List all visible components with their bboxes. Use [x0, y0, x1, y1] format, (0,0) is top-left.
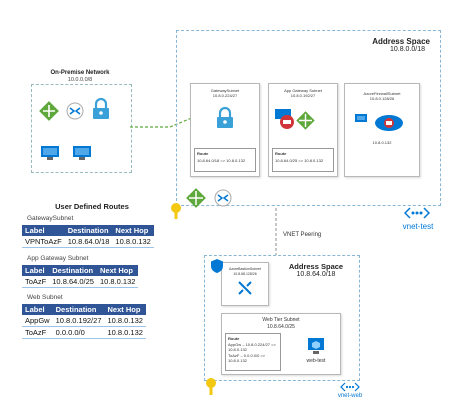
gateway-route-title: Route [197, 151, 209, 156]
table-row: ToAzF 10.8.64.0/25 10.8.0.132 [22, 276, 139, 288]
bastion-subnet-cidr: 10.8.68.128/26 [233, 272, 257, 276]
udr-cell: 0.0.0.0/0 [52, 326, 105, 339]
webtier-route-title: Route [228, 336, 240, 341]
webtier-route-line: ToAzF – 0.0.0.0/0 => [228, 353, 266, 358]
udr-header: Next Hop [104, 304, 146, 315]
monitor-icon [73, 146, 91, 160]
bastion-subnet-title: AzureBastionSubnet [229, 267, 261, 271]
firewall-subnet-box: AzureFirewallSubnet 10.8.0.128/26 10.8.0… [344, 83, 420, 177]
udr-header: Label [22, 225, 65, 236]
lock-icon [93, 97, 109, 119]
webtier-route-box: Route AppGw – 10.8.0.224/27 => 10.8.0.13… [225, 333, 281, 371]
appgw-subnet-box: App Gateway Subnet 10.8.0.192/27 Route 1… [268, 83, 338, 177]
udr-cell: ToAzF [22, 276, 50, 288]
gateway-route-line: 10.8.64.0/18 => 10.8.0.132 [197, 158, 246, 163]
onprem-cidr: 10.0.0.0/8 [67, 77, 93, 83]
vm-label: web-test [306, 358, 326, 364]
vnet-web-name: vnet-web [337, 393, 363, 399]
udr-caption-web: Web Subnet [27, 294, 63, 301]
udr-header: Destination [52, 304, 105, 315]
udr-cell: 10.8.0.192/27 [52, 315, 105, 327]
peering-label: VNET Peering [283, 232, 322, 238]
vnet-icon [404, 207, 430, 219]
vnet-test-gateway-icons [171, 188, 232, 219]
shield-icon [211, 259, 223, 273]
udr-cell: ToAzF [22, 326, 53, 339]
webtier-subnet-box: Web Tier Subnet 10.8.64.0/25 Route AppGw… [221, 313, 341, 375]
udr-cell: 10.8.0.132 [112, 236, 154, 248]
webtier-route-line: 10.8.0.132 [228, 358, 247, 363]
webtier-route-line: AppGw – 10.8.0.224/27 => [228, 342, 276, 347]
udr-header: Destination [64, 225, 113, 236]
appgw-route-title: Route [275, 151, 287, 156]
vnet-icon [340, 382, 360, 392]
udr-caption-gateway: GatewaySubnet [27, 215, 74, 222]
udr-cell: 10.8.64.0/25 [49, 276, 97, 288]
vnet-web-box [204, 255, 360, 381]
vnet-test-cidr: 10.8.0.0/18 [389, 46, 425, 53]
onprem-title: On-Premise Network [50, 70, 110, 76]
vpn-gateway-icon [66, 102, 84, 120]
udr-cell: 10.8.0.132 [96, 276, 139, 288]
gateway-route-box: Route 10.8.64.0/18 => 10.8.0.132 [194, 148, 256, 172]
udr-header: Label [22, 265, 50, 276]
gateway-subnet-title: GatewaySubnet [210, 88, 240, 93]
udr-header: Next Hop [112, 225, 154, 236]
udr-cell: 10.8.0.132 [104, 315, 146, 327]
appgw-subnet-title: App Gateway Subnet [284, 88, 322, 93]
webtier-subnet-cidr: 10.8.64.0/25 [267, 324, 295, 330]
vnet-web-title: Address Space [288, 262, 344, 271]
table-row: AppGw 10.8.0.192/27 10.8.0.132 [22, 315, 146, 327]
firewall-ip: 10.8.0.132 [372, 140, 392, 145]
vnet-test-box [176, 30, 441, 206]
table-row: VPNToAzF 10.8.64.0/18 10.8.0.132 [22, 236, 154, 248]
bastion-icon [238, 281, 252, 295]
udr-header: Label [22, 304, 53, 315]
udr-cell: AppGw [22, 315, 53, 327]
firewall-icon [355, 114, 403, 131]
firewall-subnet-title: AzureFirewallSubnet [363, 91, 401, 96]
gateway-subnet-box: GatewaySubnet 10.8.0.224/27 Route 10.8.6… [190, 83, 260, 177]
table-row: ToAzF 0.0.0.0/0 10.8.0.132 [22, 326, 146, 339]
webtier-route-line: 10.8.0.132 [228, 347, 247, 352]
network-router-icon [39, 101, 59, 121]
udr-cell: VPNToAzF [22, 236, 65, 248]
gateway-subnet-cidr: 10.8.0.224/27 [212, 93, 238, 98]
webtier-subnet-title: Web Tier Subnet [262, 317, 300, 323]
bastion-subnet-box: AzureBastionSubnet 10.8.68.128/26 [221, 262, 269, 306]
appgw-route-line: 10.8.64.0/25 => 10.8.0.132 [275, 158, 324, 163]
udr-caption-appgw: App Gateway Subnet [27, 255, 89, 262]
vm-icon [308, 338, 324, 354]
lock-icon [217, 106, 233, 128]
udr-header: Destination [49, 265, 97, 276]
vnet-web-cidr: 10.8.64.0/18 [296, 271, 336, 278]
vnet-test-name: vnet-test [402, 222, 434, 231]
firewall-subnet-cidr: 10.8.0.128/26 [369, 96, 395, 101]
key-icon [206, 378, 216, 395]
onprem-box [31, 84, 132, 173]
udr-table-gateway: Label Destination Next Hop VPNToAzF 10.8… [22, 225, 154, 248]
appgw-route-box: Route 10.8.64.0/25 => 10.8.0.132 [272, 148, 334, 172]
vnet-test-title: Address Space [372, 37, 430, 46]
udr-cell: 10.8.64.0/18 [64, 236, 113, 248]
udr-title: User Defined Routes [55, 202, 129, 211]
udr-cell: 10.8.0.132 [104, 326, 146, 339]
udr-header: Next Hop [96, 265, 139, 276]
appgw-subnet-cidr: 10.8.0.192/27 [290, 93, 316, 98]
monitor-icon [41, 146, 59, 160]
udr-table-appgw: Label Destination Next Hop ToAzF 10.8.64… [22, 265, 139, 288]
udr-table-web: Label Destination Next Hop AppGw 10.8.0.… [22, 304, 146, 339]
app-gateway-icon [275, 109, 315, 130]
